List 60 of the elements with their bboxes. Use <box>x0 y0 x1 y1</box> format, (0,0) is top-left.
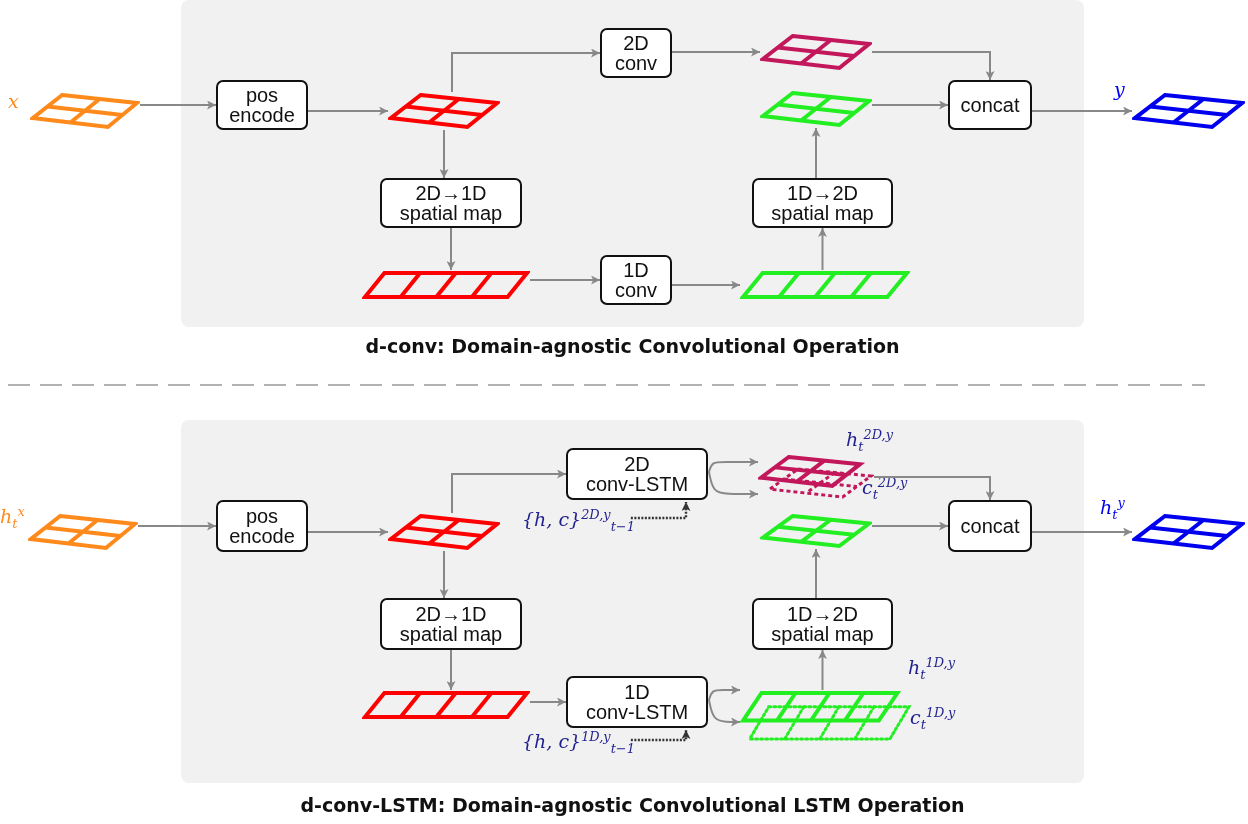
arrow <box>1031 106 1133 116</box>
arrow <box>708 457 759 473</box>
panel-caption: d-conv-LSTM: Domain-agnostic Convolutional LSTM Operation <box>299 794 966 816</box>
arrow <box>871 51 995 81</box>
arrow <box>137 521 217 531</box>
arrow <box>451 469 567 514</box>
grid-drawing <box>1132 513 1245 551</box>
grid-drawing <box>760 90 872 128</box>
panel-caption: d-conv: Domain-agnostic Convolutional Operation <box>364 335 901 357</box>
process-box: 2D conv <box>600 28 672 78</box>
arrow <box>873 476 995 501</box>
process-box: 1D conv-LSTM <box>566 676 708 728</box>
grid-drawing <box>388 513 500 551</box>
arrow <box>818 227 827 271</box>
process-box: pos encode <box>216 500 308 552</box>
dotted-arrow <box>630 502 691 520</box>
grid-drawing <box>1132 92 1245 130</box>
arrow <box>871 100 949 110</box>
arrow <box>439 129 449 179</box>
arrow <box>708 699 741 727</box>
math-label: y <box>1114 78 1125 100</box>
arrow <box>708 685 741 701</box>
arrow <box>871 521 949 531</box>
process-box: 1D→2D spatial map <box>752 598 893 650</box>
process-box: 1D→2D spatial map <box>752 178 893 228</box>
arrow <box>818 649 827 691</box>
arrow <box>307 106 389 116</box>
strip-drawing <box>362 270 530 300</box>
dotted-arrow <box>630 730 691 742</box>
process-box: concat <box>948 500 1032 552</box>
arrow <box>307 527 389 537</box>
arrow <box>708 471 759 499</box>
process-box: 2D→1D spatial map <box>380 598 522 650</box>
arrow <box>529 275 601 285</box>
grid-drawing <box>30 92 140 130</box>
grid-drawing <box>760 33 872 71</box>
grid-drawing <box>28 513 138 551</box>
arrow <box>529 697 567 707</box>
process-box: 1D conv <box>600 255 672 305</box>
arrow <box>811 127 821 179</box>
process-box: pos encode <box>216 80 308 130</box>
arrow <box>811 548 821 599</box>
arrow <box>671 47 761 57</box>
process-box: concat <box>948 80 1032 130</box>
strip-drawing <box>362 690 530 720</box>
arrow <box>1031 527 1133 537</box>
process-box: 2D conv-LSTM <box>566 448 708 500</box>
strip-drawing <box>740 270 910 300</box>
arrow <box>446 649 456 691</box>
stacked-strip-drawing <box>740 690 912 742</box>
arrow <box>451 48 601 93</box>
grid-drawing <box>760 513 872 549</box>
process-box: 2D→1D spatial map <box>380 178 522 228</box>
arrow <box>439 550 449 599</box>
arrow <box>139 100 217 110</box>
arrow <box>446 227 456 271</box>
arrow <box>671 280 741 290</box>
grid-drawing <box>388 92 500 130</box>
math-label: x <box>8 90 19 112</box>
stacked-grid-drawing <box>758 454 874 500</box>
